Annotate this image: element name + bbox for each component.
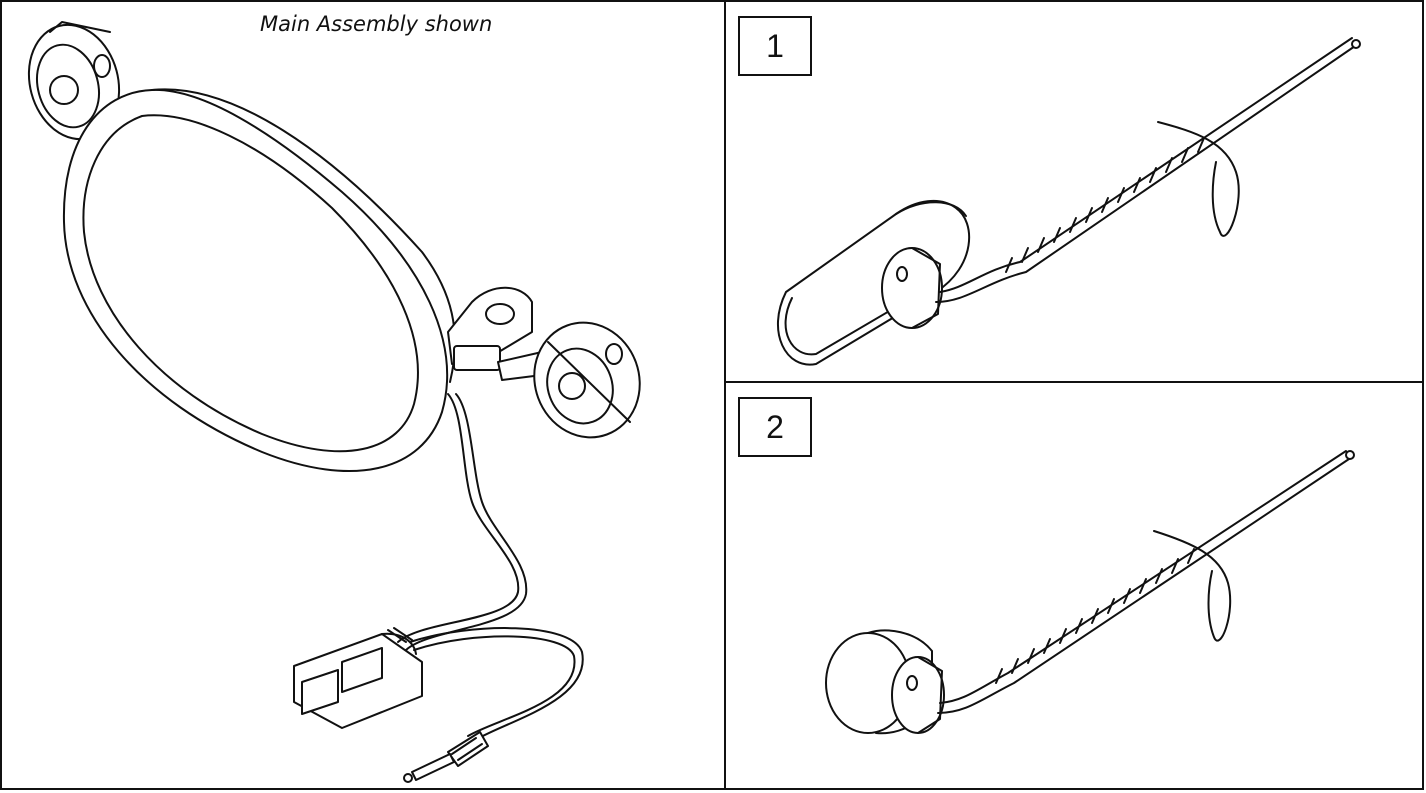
- part-2-panel: 2: [724, 381, 1424, 790]
- part-2-number: 2: [738, 397, 812, 457]
- part-2-hub: [891, 656, 945, 734]
- cable: [397, 393, 584, 743]
- part-1-number: 1: [738, 16, 812, 76]
- main-assembly-drawing: [27, 21, 641, 783]
- top-clamp-collar: [27, 21, 121, 141]
- part-2-arm: [937, 450, 1355, 714]
- oval-head-pad: [62, 88, 456, 472]
- main-assembly-panel: Main Assembly shown: [0, 0, 726, 790]
- part-2-drawing: [825, 450, 1355, 735]
- part-1-arm: [935, 37, 1361, 303]
- db9-connector: [293, 627, 423, 729]
- side-clamp-collar: [533, 321, 641, 439]
- part-1-panel: 1: [724, 0, 1424, 383]
- part-1-pad: [776, 199, 970, 366]
- part-1-hub: [881, 247, 943, 329]
- main-assembly-caption: Main Assembly shown: [260, 12, 493, 36]
- part-1-drawing: [776, 37, 1361, 366]
- audio-jack: [403, 731, 489, 783]
